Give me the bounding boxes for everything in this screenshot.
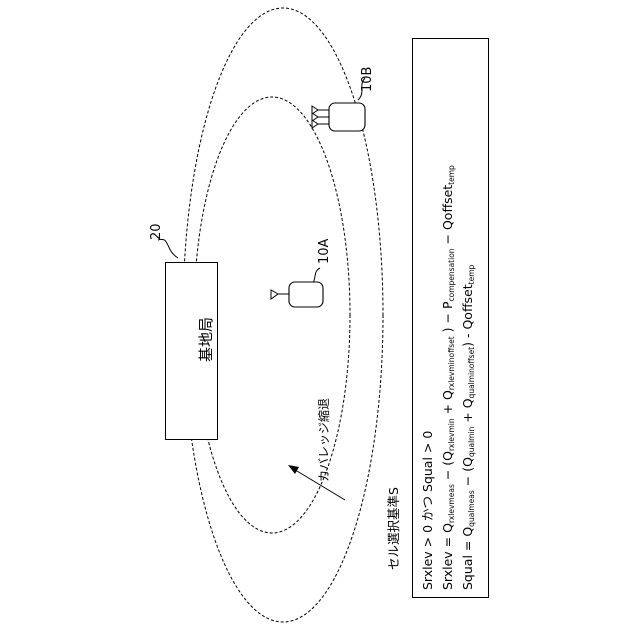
criteria-line-1: Srxlev > 0 かつ Squal > 0 <box>422 431 435 590</box>
station-leader-line <box>158 239 178 258</box>
base-station-ref: 20 <box>150 223 163 240</box>
coverage-shrink-arrowhead <box>288 465 299 474</box>
srxlev-formula: Srxlev = Qrxlevmeas − (Qrxlevmin + Qrxle… <box>442 165 456 590</box>
coverage-shrink-label: カバレッジ縮退 <box>318 398 330 482</box>
base-station-label: 基地局 <box>199 317 214 362</box>
terminal-a-icon <box>271 282 323 307</box>
terminal-b-ref: 10B <box>361 67 374 92</box>
terminal-b-icon <box>312 103 365 131</box>
criteria-title: セル選択基準S <box>388 487 401 570</box>
terminal-a-ref: 10A <box>318 239 331 264</box>
squal-formula: Squal = Qqualmeas − (Qqualmin + Qqualmin… <box>462 265 476 590</box>
